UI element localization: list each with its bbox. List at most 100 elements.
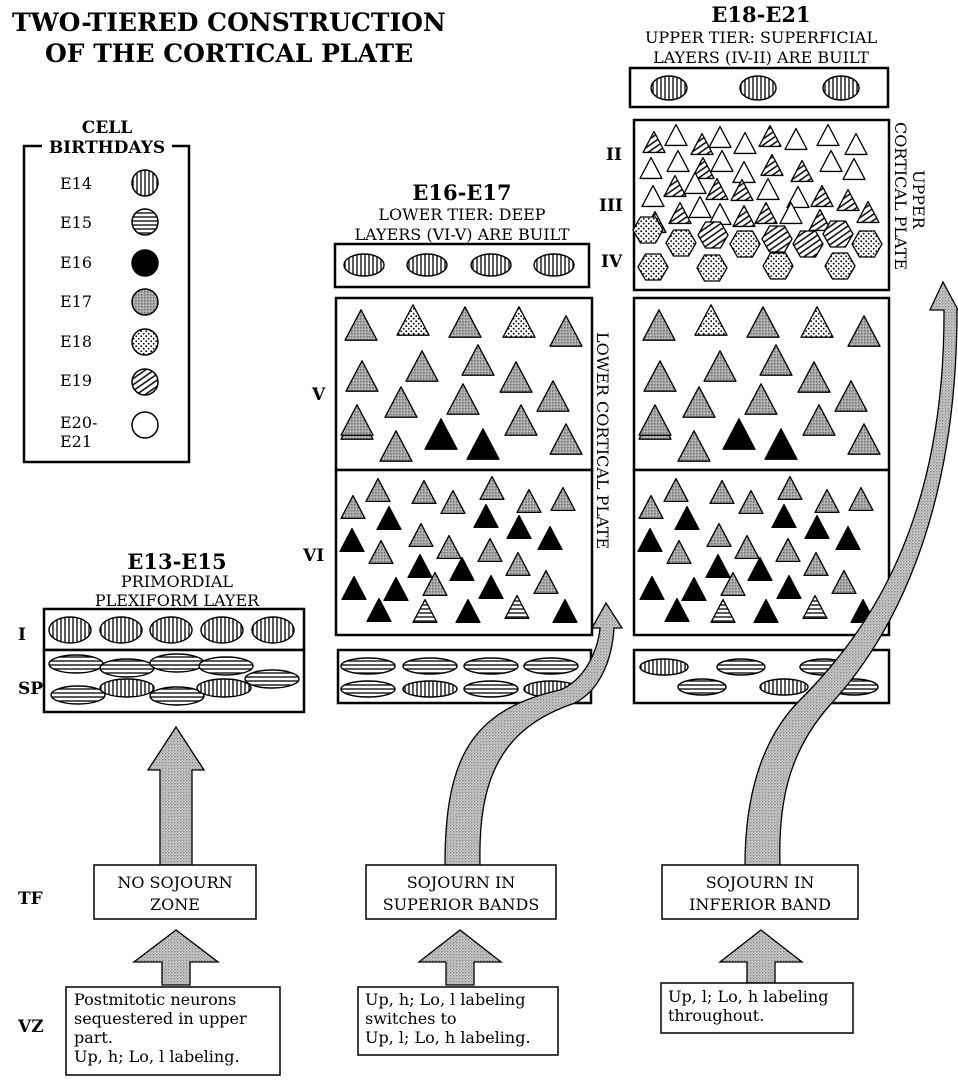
pyramidal-neuron-e17 [477, 537, 503, 563]
pyramidal-neuron-e17 [734, 534, 760, 560]
pyramidal-neuron-e17 [340, 404, 374, 436]
subplate-cell-e14 [99, 678, 155, 698]
diagram-title-line-1: TWO-TIERED CONSTRUCTION [12, 8, 446, 37]
pyramidal-neuron-e19 [732, 204, 756, 228]
pyramidal-neuron-e17 [677, 430, 711, 462]
stage2-vz-line-3: Up, l; Lo, h labeling. [365, 1028, 531, 1047]
pyramidal-neuron-e17 [408, 522, 434, 548]
pyramidal-neuron-e16 [552, 598, 578, 624]
pyramidal-neuron-e16 [771, 503, 797, 529]
subplate-cell-e14 [639, 658, 689, 676]
pyramidal-neuron-e20-e21 [666, 149, 690, 173]
subplate-cell-e15 [677, 678, 727, 696]
stage2-subtitle-line-2: LAYERS (VI-V) ARE BUILT [354, 225, 569, 244]
pyramidal-neuron-e17 [831, 569, 857, 595]
pyramidal-neuron-e19 [668, 201, 692, 225]
pyramidal-neuron-e17 [446, 383, 480, 415]
pyramidal-neuron-e16 [455, 598, 481, 624]
pyramidal-neuron-e17 [663, 477, 689, 503]
cajal-retzius-cell-e14 [149, 616, 193, 644]
pyramidal-neuron-e19 [691, 156, 715, 180]
pyramidal-neuron-e17 [516, 488, 542, 514]
pyramidal-neuron-e17 [422, 571, 448, 597]
legend-swatch-e20-e21 [131, 411, 159, 439]
legend-swatch-e17 [131, 288, 159, 316]
pyramidal-neuron-e17 [384, 386, 418, 418]
pyramidal-neuron-e17 [505, 551, 531, 577]
cajal-retzius-cell-e14 [822, 75, 860, 101]
legend-label-e19: E19 [60, 371, 92, 390]
pyramidal-neuron-e16 [681, 576, 707, 602]
pyramidal-neuron-e20-e21 [664, 123, 688, 147]
pyramidal-neuron-e19 [810, 184, 834, 208]
pyramidal-neuron-e17 [405, 350, 439, 382]
pyramidal-neuron-e17 [848, 486, 874, 512]
pyramidal-neuron-e16 [478, 574, 504, 600]
pyramidal-neuron-e16 [424, 418, 458, 450]
pyramidal-neuron-e17 [706, 522, 732, 548]
stage2-curved-arrow [444, 601, 624, 866]
stage3-vz-box [660, 982, 854, 1034]
stage3-vz-line-1: Up, l; Lo, h labeling [668, 987, 828, 1006]
stage3-subtitle-line-2: LAYERS (IV-II) ARE BUILT [653, 48, 869, 67]
pyramidal-neuron-e20-e21 [641, 184, 665, 208]
pyramidal-neuron-e17 [549, 423, 583, 455]
pyramidal-neuron-e16 [537, 525, 563, 551]
subplate-cell-e15 [48, 654, 104, 674]
pyramidal-neuron-e16 [339, 527, 365, 553]
legend-heading-line-1: CELL [82, 118, 132, 138]
pyramidal-neuron-e17 [720, 571, 746, 597]
pyramidal-neuron-e16 [753, 598, 779, 624]
pyramidal-neuron-e17 [504, 404, 538, 436]
stage2-side-label: LOWER CORTICAL PLATE [593, 332, 612, 549]
pyramidal-neuron-e18 [502, 306, 536, 338]
stellate-neuron-e18 [762, 252, 794, 280]
pyramidal-neuron-e16 [473, 503, 499, 529]
row-label-vz: VZ [17, 1017, 44, 1037]
row-label-subplate: SP [18, 679, 43, 699]
legend-frame [22, 144, 191, 464]
pyramidal-neuron-e16 [366, 597, 392, 623]
pyramidal-neuron-e19 [642, 130, 666, 154]
stellate-neuron-e18 [665, 229, 697, 257]
cajal-retzius-cell-e14 [406, 253, 448, 277]
stage1-subtitle-line-1: PRIMORDIAL [121, 572, 233, 591]
stellate-neuron-e18 [729, 230, 761, 258]
pyramidal-neuron-e17 [777, 475, 803, 501]
stage3-side-label-line-1: UPPER [909, 170, 928, 230]
stellate-neuron-e19 [822, 220, 854, 248]
pyramidal-neuron-e17 [638, 494, 664, 520]
stage2-sojourn-box [365, 864, 557, 920]
cajal-retzius-cell-e14 [739, 75, 777, 101]
pyramidal-neuron-e17 [499, 361, 533, 393]
pyramidal-neuron-e17 [436, 534, 462, 560]
pyramidal-neuron-e20-e21 [710, 149, 734, 173]
subplate-cell-e15 [463, 680, 519, 698]
legend-swatch-e19 [131, 368, 159, 396]
stellate-neuron-e18 [696, 254, 728, 282]
pyramidal-neuron-e17 [847, 315, 881, 347]
subplate-cell-e14 [402, 680, 458, 698]
stellate-neuron-e18 [824, 252, 856, 280]
row-label-tf: TF [18, 889, 43, 909]
stage2-vz-box [357, 986, 559, 1056]
pyramidal-neuron-e17 [746, 306, 780, 338]
pyramidal-neuron-e19 [836, 188, 860, 212]
pyramidal-neuron-e17 [642, 309, 676, 341]
cajal-retzius-cell-e14 [343, 253, 385, 277]
subplate-cell-e15 [99, 658, 155, 678]
pyramidal-neuron-e17 [550, 486, 576, 512]
cajal-retzius-cell-e14 [470, 253, 512, 277]
pyramidal-neuron-e17 [803, 551, 829, 577]
subplate-cell-e14 [759, 678, 809, 696]
legend-heading-line-2: BIRTHDAYS [49, 138, 165, 158]
stage1-subtitle-line-2: PLEXIFORM LAYER [95, 591, 260, 610]
pyramidal-neuron-e19 [790, 159, 814, 183]
pyramidal-neuron-e17 [533, 569, 559, 595]
pyramidal-neuron-e17 [738, 489, 764, 515]
cajal-retzius-cell-e14 [99, 616, 143, 644]
stage1-upward-arrow-long [146, 725, 206, 866]
cajal-retzius-cell-e14 [650, 75, 688, 101]
pyramidal-neuron-e19 [730, 178, 754, 202]
subplate-cell-e15 [340, 657, 396, 675]
